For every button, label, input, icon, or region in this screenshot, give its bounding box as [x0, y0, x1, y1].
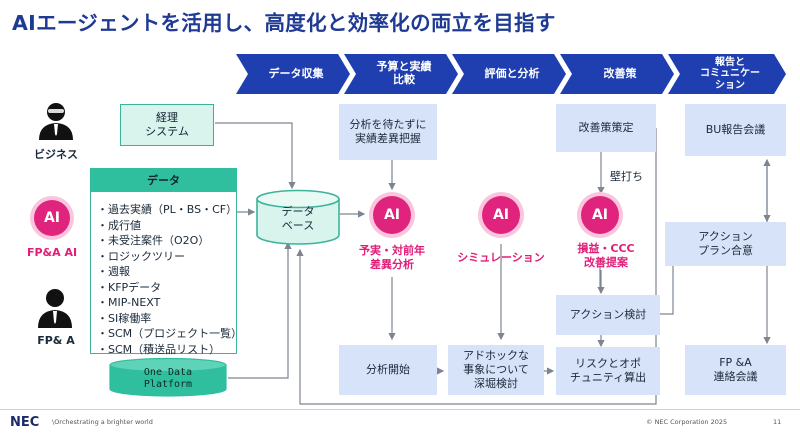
risk-opportunity-box: リスクとオポ チュニティ算出	[556, 347, 660, 395]
one-data-platform-label: One Data Platform	[143, 367, 193, 390]
one-data-platform-icon	[109, 357, 227, 397]
fpa-ai-icon: AI	[34, 200, 70, 236]
accounting-system-box: 経理 システム	[120, 104, 214, 146]
variance-awareness-box: 分析を待たずに 実績差異把握	[339, 104, 437, 160]
data-item: ・MIP-NEXT	[97, 296, 161, 309]
database-cylinder-icon	[256, 189, 340, 245]
action-review-box: アクション検討	[556, 295, 660, 335]
ai-improvement-icon: AI	[581, 196, 619, 234]
actor-fpa-ai-label: FP&A AI	[26, 246, 78, 259]
data-item: ・SI稼働率	[97, 311, 152, 325]
data-item: ・未受注案件（O2O）	[97, 234, 210, 247]
adhoc-deepdive-box: アドホックな 事象について 深堀検討	[448, 345, 544, 395]
data-source-header: データ	[90, 168, 237, 192]
data-item: ・SCM（プロジェクト一覧）	[97, 327, 243, 340]
improvement-plan-box: 改善策策定	[556, 104, 656, 152]
data-item: ・ロジックツリー	[97, 249, 185, 263]
fpa-person-icon	[38, 289, 72, 328]
ai-variance-label: 予実・対前年 差異分析	[359, 244, 425, 272]
ai-improvement-label: 損益・CCC 改善提案	[577, 242, 635, 270]
data-item: ・成行値	[97, 218, 141, 232]
footer-tagline: \Orchestrating a brighter world	[52, 418, 153, 426]
actor-fpa-label: FP& A	[37, 334, 75, 347]
ai-simulation-label: シミュレーション	[457, 251, 545, 264]
page-number: 11	[773, 418, 782, 426]
actor-business-label: ビジネス	[34, 148, 78, 161]
ai-simulation-icon: AI	[482, 196, 520, 234]
database-label: データ ベース	[281, 205, 315, 232]
analysis-start-box: 分析開始	[339, 345, 437, 395]
data-item: ・週報	[97, 265, 130, 278]
nec-logo: NEC	[10, 415, 40, 430]
business-person-icon	[39, 103, 73, 140]
footer-divider	[0, 409, 800, 410]
phase-evaluation: 評価と分析	[452, 54, 566, 94]
data-source-list: ・過去実績（PL・BS・CF） ・成行値 ・未受注案件（O2O） ・ロジックツリ…	[97, 202, 242, 357]
wall-bounce-label: 壁打ち	[610, 170, 643, 183]
ai-variance-icon: AI	[373, 196, 411, 234]
fpa-liaison-meeting-box: FP &A 連絡会議	[685, 345, 786, 395]
bu-report-meeting-box: BU報告会議	[685, 104, 786, 156]
page-title: AIエージェントを活用し、高度化と効率化の両立を目指す	[12, 11, 556, 35]
data-source-panel	[90, 168, 237, 354]
action-plan-agreement-box: アクション プラン合意	[665, 222, 786, 266]
phase-budget-vs-actual: 予算と実績 比較	[344, 54, 458, 94]
data-item: ・SCM（積送品リスト）	[97, 342, 221, 356]
phase-reporting: 報告と コミュニケー ション	[668, 54, 786, 94]
data-item: ・KFPデータ	[97, 280, 162, 294]
phase-improvement: 改善策	[560, 54, 674, 94]
data-item: ・過去実績（PL・BS・CF）	[97, 203, 238, 216]
phase-data-collection: データ収集	[236, 54, 350, 94]
footer-copyright: © NEC Corporation 2025	[646, 418, 728, 426]
